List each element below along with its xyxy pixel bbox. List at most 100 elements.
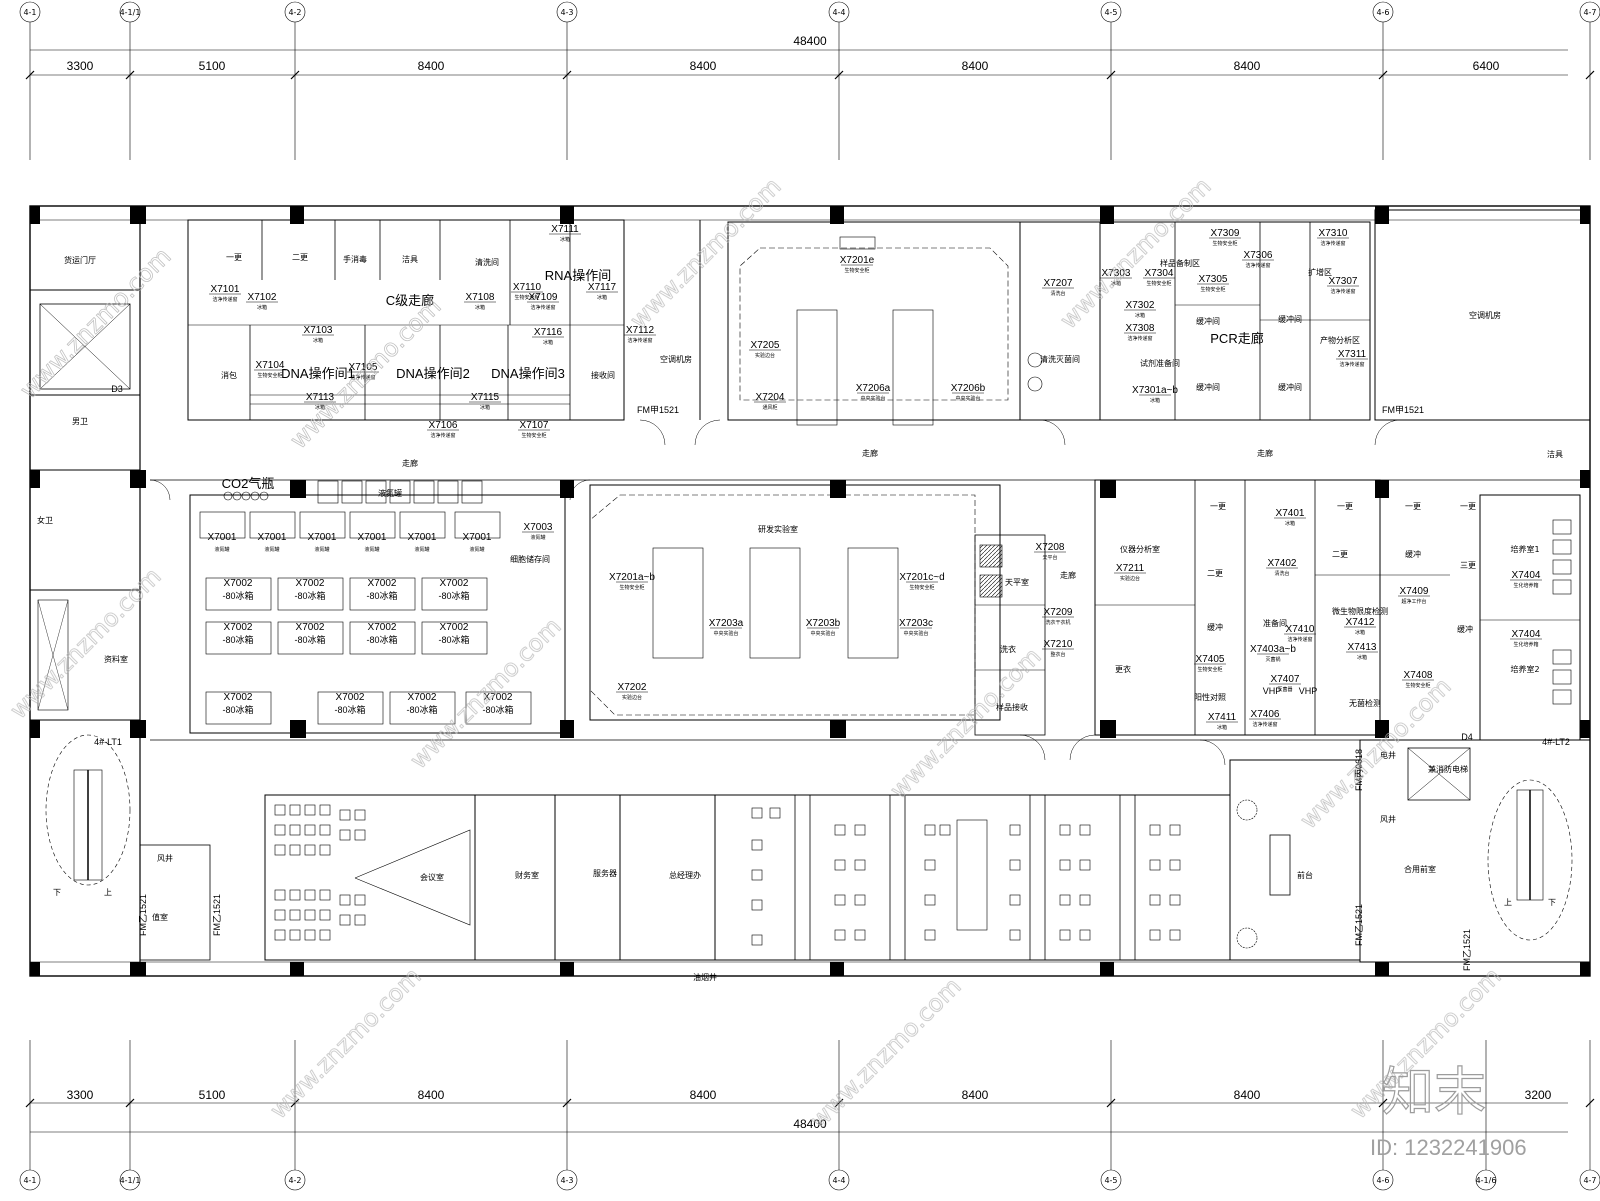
n2-tank-desc: 液氮罐 [364, 546, 379, 553]
equipment-code: X7301a~b [1132, 385, 1178, 396]
equipment-code: X7117 [588, 282, 617, 293]
equipment-desc: 冰箱 [1217, 724, 1227, 731]
dim-span: 8400 [418, 59, 445, 73]
axis-label: 4-2 [288, 8, 301, 17]
room-label: 缓冲间 [1196, 382, 1220, 392]
dim-span: 3200 [1525, 1088, 1552, 1102]
room-label: 更衣 [1115, 664, 1131, 674]
equipment-code: X7407 [1271, 674, 1300, 685]
door-tag: FM丙0618 [1354, 749, 1364, 791]
equipment-code: X7110 [513, 282, 542, 293]
equipment-code: X7302 [1126, 300, 1155, 311]
room-label: 准备间 [1263, 618, 1287, 628]
room-label: 下 [53, 888, 61, 897]
room-label: 空调机房 [1469, 310, 1501, 320]
equipment-code: X7206a [856, 383, 891, 394]
room-label: 二更 [292, 253, 308, 262]
equipment-desc: 冰箱 [315, 404, 325, 411]
freezer-temp: -80冰箱 [294, 634, 325, 645]
n2-tank-code: X7001 [408, 532, 437, 543]
room-label: 走廊 [402, 458, 418, 468]
equipment-desc: 清洗台 [1274, 570, 1289, 577]
equipment-code: X7412 [1346, 617, 1375, 628]
equipment-desc: 冰箱 [257, 304, 267, 311]
room-label: 油烟井 [693, 972, 717, 982]
equipment-code: X7104 [256, 360, 285, 371]
room-label: DNA操作间3 [491, 366, 565, 381]
equipment-code: X7102 [248, 292, 277, 303]
room-label: 产物分析区 [1320, 335, 1360, 345]
equipment-desc: 冰箱 [1111, 280, 1121, 287]
freezer-code: X7002 [296, 578, 325, 589]
equipment-desc: 生物安全柜 [514, 294, 539, 301]
watermark-text: www.znzmo.com [624, 172, 786, 334]
dim-span: 8400 [962, 1088, 989, 1102]
equipment-desc: 中央实验台 [955, 395, 980, 402]
n2-tank-code: X7001 [258, 532, 287, 543]
room-label: 三更 [1460, 561, 1476, 570]
room-label: 资料室 [104, 654, 128, 664]
core-tag: D4 [1461, 732, 1473, 742]
equipment-code: X7413 [1348, 642, 1377, 653]
freezer-code: X7002 [224, 578, 253, 589]
equipment-desc: 生物安全柜 [1146, 280, 1171, 287]
room-label: 洗衣 [1000, 644, 1016, 654]
door-tag: FM甲1521 [637, 405, 679, 415]
n2-tank-code: X7001 [463, 532, 492, 543]
equipment-code: X7410 [1286, 624, 1315, 635]
vhp-tag: VHP [1263, 686, 1282, 696]
equipment-desc: 洁净传递窗 [530, 304, 555, 311]
freezer-temp: -80冰箱 [482, 704, 513, 715]
room-label: 财务室 [515, 870, 539, 880]
freezer-temp: -80冰箱 [294, 590, 325, 601]
axis-label: 4-3 [560, 8, 573, 17]
equipment-code: X7103 [304, 325, 333, 336]
grid-axes [19, 1, 1600, 1191]
equipment-code: X7405 [1196, 654, 1225, 665]
equipment-desc: 冰箱 [560, 236, 570, 243]
equipment-desc: 洁净传递窗 [1330, 288, 1355, 295]
equipment-desc: 生物安全柜 [909, 584, 934, 591]
room-label: 缓冲间 [1196, 316, 1220, 326]
freezer-code: X7002 [224, 692, 253, 703]
equipment-code: X7111 [551, 224, 579, 235]
room-label: 清洗间 [475, 257, 499, 267]
room-label: 缓冲间 [1278, 382, 1302, 392]
equipment-desc: 冰箱 [480, 404, 490, 411]
room-label: DNA操作间2 [396, 366, 470, 381]
n2-tank-code: X7001 [208, 532, 237, 543]
equipment-code: X7112 [626, 325, 655, 336]
equipment-desc: 生物安全柜 [1212, 240, 1237, 247]
room-label: DNA操作间1 [281, 366, 355, 381]
equipment-desc: 生物安全柜 [1197, 666, 1222, 673]
equipment-code: X7303 [1102, 268, 1131, 279]
equipment-code: X7116 [534, 327, 563, 338]
axis-label: 4-1 [23, 1176, 36, 1185]
freezer-code: X7002 [296, 622, 325, 633]
door-tag: FM乙1521 [1354, 904, 1364, 946]
room-label: 总经理办 [669, 870, 701, 880]
equipment-code: X7113 [306, 392, 335, 403]
freezer-code: X7002 [224, 622, 253, 633]
freezer-temp: -80冰箱 [222, 590, 253, 601]
room-label: 男卫 [72, 417, 88, 426]
room-label: 培养室2 [1510, 664, 1539, 674]
equipment-code: X7311 [1338, 349, 1367, 360]
equipment-code: X7309 [1211, 228, 1240, 239]
dim-span: 5100 [199, 59, 226, 73]
logo-watermark: 知末 [1382, 1063, 1486, 1123]
equipment-code: X7307 [1329, 276, 1358, 287]
equipment-desc: 冰箱 [1150, 397, 1160, 404]
freezer-temp: -80冰箱 [366, 590, 397, 601]
equipment-code: X7207 [1044, 278, 1073, 289]
room-label: 仪器分析室 [1120, 544, 1160, 554]
axis-label: 4-7 [1583, 1176, 1596, 1185]
core-tag: D3 [111, 384, 123, 394]
room-label: 一更 [226, 253, 242, 262]
equipment-desc: 冰箱 [475, 304, 485, 311]
axis-label: 4-5 [1104, 8, 1117, 17]
equipment-desc: 生化培养箱 [1513, 641, 1538, 648]
room-label: 一更 [1460, 502, 1476, 511]
room-label: 前台 [1297, 870, 1313, 880]
